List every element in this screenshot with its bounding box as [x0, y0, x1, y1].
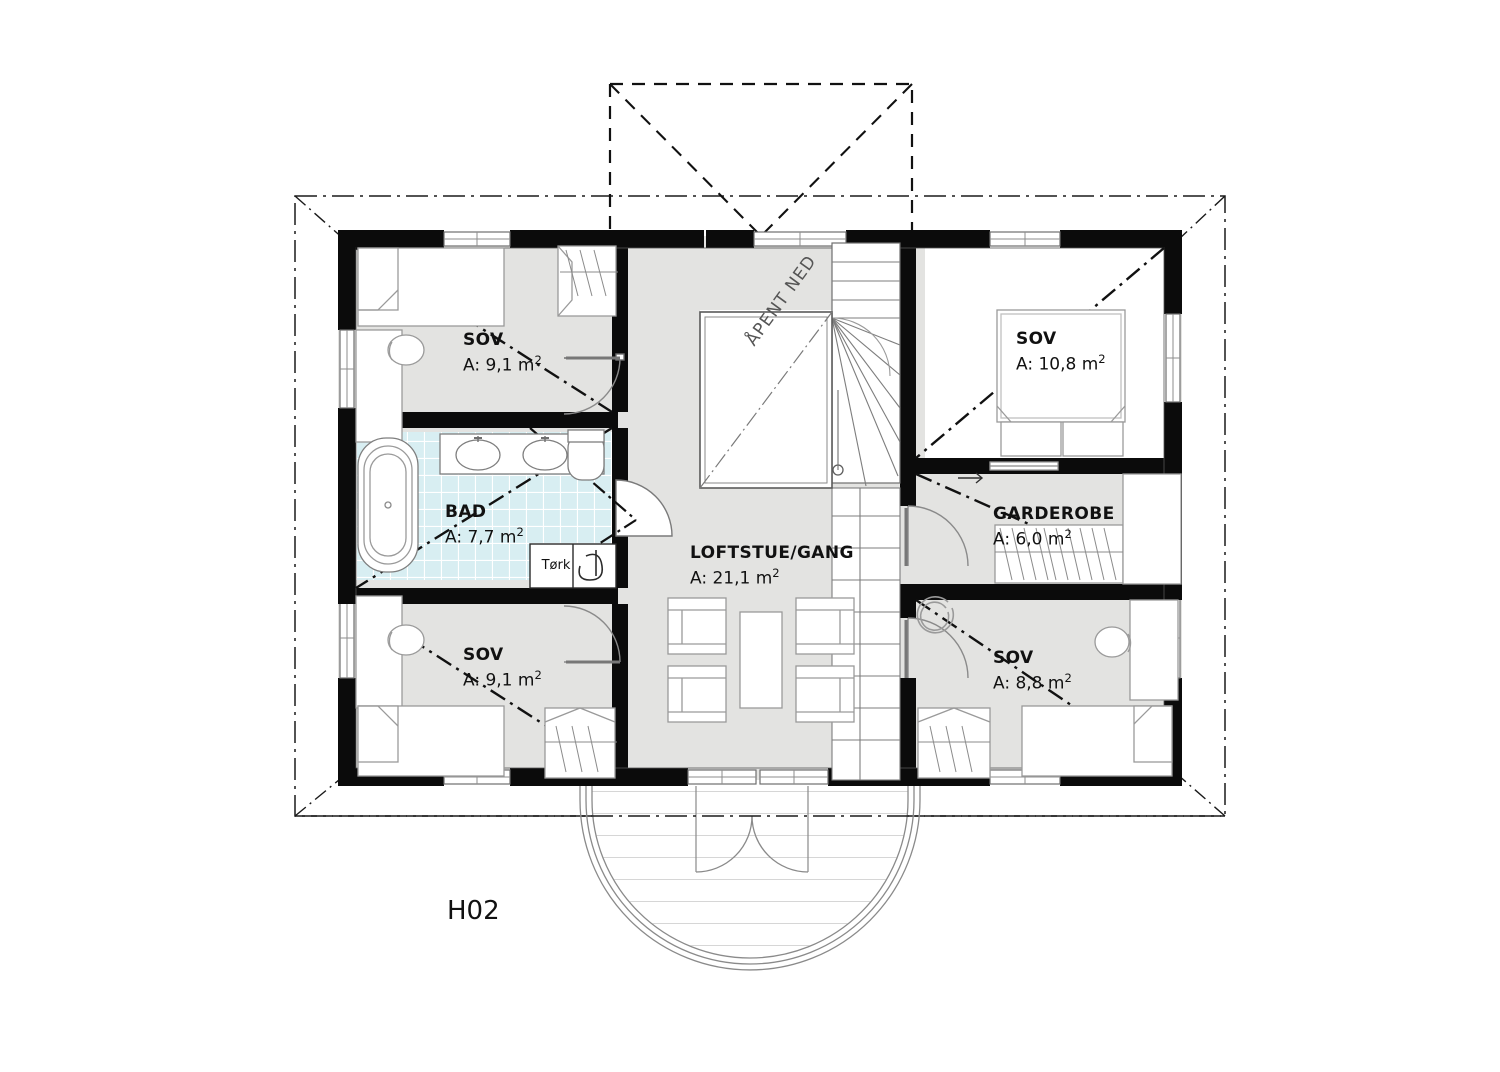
furniture-loftstue	[667, 597, 855, 723]
roof-dormer-dashed	[608, 82, 914, 236]
furniture-sov-top-right	[989, 309, 1126, 471]
furniture-sov-top-left	[355, 245, 617, 443]
furniture-bathroom	[357, 429, 617, 589]
wardrobe-hatch-br	[918, 725, 990, 773]
dormer-valley-lines	[609, 83, 913, 237]
furniture-sov-bottom-left	[355, 595, 616, 779]
furniture-garderobe	[994, 473, 1182, 585]
window-mullions	[340, 232, 1180, 784]
furniture-sov-bottom-right	[917, 599, 1179, 779]
wardrobe-hatch-bl	[545, 725, 617, 773]
ceiling-fixture-icon	[916, 595, 955, 634]
direction-arrow-icon	[958, 472, 984, 484]
void-open-below	[699, 311, 833, 489]
interior-walls	[338, 236, 1182, 780]
door-leaves	[566, 356, 908, 678]
roof-hip-lines	[294, 195, 1226, 817]
dryer-label: Tørk	[541, 558, 571, 573]
sheet-code-label: H02	[447, 896, 500, 926]
balcony	[295, 786, 1225, 971]
wardrobe-hatch-tl	[560, 249, 618, 297]
closet-rail-hatch	[995, 527, 1123, 581]
